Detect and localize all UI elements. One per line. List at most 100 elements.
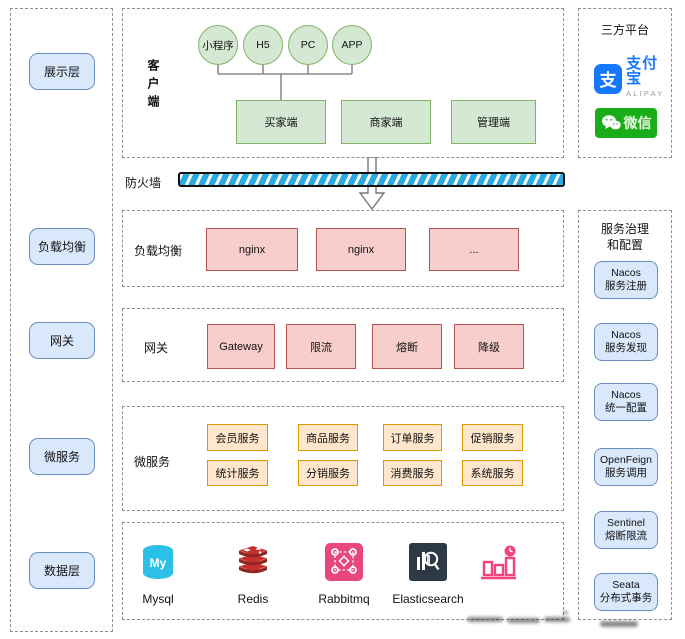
elasticsearch-label: Elasticsearch xyxy=(392,592,464,606)
seata-box: Seata 分布式事务 xyxy=(594,573,658,611)
redis-item: Redis xyxy=(208,543,298,606)
terminal-app: APP xyxy=(332,25,372,65)
elasticsearch-item: Elasticsearch xyxy=(383,543,473,606)
member-service-node: 会员服务 xyxy=(207,424,268,451)
layer-pill-label: 数据层 xyxy=(43,564,80,578)
gov-box-line1: Sentinel xyxy=(607,517,645,529)
terminal-pc: PC xyxy=(288,25,328,65)
redis-icon xyxy=(239,546,267,574)
gov-box-line1: Seata xyxy=(612,579,640,591)
gateway-node: Gateway xyxy=(207,324,275,369)
loadbalancer-section-label: 负载均衡 xyxy=(134,244,183,258)
nginx-node-label: nginx xyxy=(238,243,266,256)
terminal-label: PC xyxy=(300,39,316,51)
ratelimit-node: 限流 xyxy=(286,324,356,369)
layer-pill-label: 微服务 xyxy=(43,450,80,464)
gov-box-line2: 服务调用 xyxy=(605,467,647,479)
watermark-smudge xyxy=(563,611,568,614)
gateway-node-label: Gateway xyxy=(219,340,263,353)
layer-pill-label: 网关 xyxy=(49,334,74,348)
watermark-smudge xyxy=(600,621,638,627)
openfeign-box: OpenFeign 服务调用 xyxy=(594,448,658,486)
datalayer-panel: My Mysql Redis xyxy=(122,522,564,620)
terminal-label: H5 xyxy=(256,39,270,51)
gateway-section-label: 网关 xyxy=(144,341,169,355)
alipay-subtitle: ALIPAY xyxy=(626,89,665,98)
gov-box-line1: Nacos xyxy=(611,329,641,341)
alipay-logo: 支 支付宝 ALIPAY xyxy=(594,56,671,101)
watermark-smudge xyxy=(467,617,503,622)
ratelimit-node-label: 限流 xyxy=(310,341,332,354)
distribution-service-node: 分销服务 xyxy=(298,460,358,486)
service-node-label: 订单服务 xyxy=(390,432,435,445)
gov-box-line2: 服务发现 xyxy=(605,342,647,354)
microservices-section-label: 微服务 xyxy=(134,455,171,469)
wechat-logo: 微信 xyxy=(595,108,657,138)
more-nodes-label: ... xyxy=(469,243,479,256)
more-nodes: ... xyxy=(429,228,519,271)
client-app-label: 管理端 xyxy=(477,117,510,129)
client-app-merchant: 商家端 xyxy=(341,100,431,144)
rabbitmq-item: Rabbitmq xyxy=(299,543,389,606)
sentinel-box: Sentinel 熔断限流 xyxy=(594,511,658,549)
product-service-node: 商品服务 xyxy=(298,424,358,451)
layer-pill-loadbalancer: 负载均衡 xyxy=(29,228,95,265)
bar-chart-clock-icon xyxy=(481,545,516,580)
firewall-bar xyxy=(178,172,565,187)
nginx-node-label: nginx xyxy=(347,243,375,256)
system-service-node: 系统服务 xyxy=(462,460,523,486)
gov-box-line1: OpenFeign xyxy=(600,454,652,466)
alipay-glyph: 支 xyxy=(599,71,617,90)
terminal-label: APP xyxy=(341,39,363,51)
mysql-label: Mysql xyxy=(142,592,174,606)
order-service-node: 订单服务 xyxy=(383,424,442,451)
layer-pill-gateway: 网关 xyxy=(29,322,95,359)
nginx-node: nginx xyxy=(316,228,406,271)
gateway-panel: 网关 Gateway 限流 熔断 降级 xyxy=(122,308,564,382)
alipay-name: 支付宝 xyxy=(626,55,659,87)
loadbalancer-panel: 负载均衡 nginx nginx ... xyxy=(122,210,564,287)
client-panel: 客户端 小程序 H5 PC APP 买家端 商家端 管理端 xyxy=(122,8,564,158)
gov-box-line1: Nacos xyxy=(611,389,641,401)
metrics-item xyxy=(453,543,543,594)
elasticsearch-icon xyxy=(409,543,447,581)
service-node-label: 促销服务 xyxy=(470,432,515,445)
mysql-item: My Mysql xyxy=(113,543,203,606)
gov-box-line2: 分布式事务 xyxy=(599,592,653,604)
service-node-label: 系统服务 xyxy=(470,468,515,480)
thirdparty-panel: 三方平台 支 支付宝 ALIPAY 微信 xyxy=(578,8,672,158)
consume-service-node: 消费服务 xyxy=(383,460,442,486)
gov-box-line1: Nacos xyxy=(611,267,641,279)
layer-pill-microservices: 微服务 xyxy=(29,438,95,475)
service-node-label: 消费服务 xyxy=(390,468,435,480)
client-connector-lines xyxy=(217,65,353,100)
wechat-name: 微信 xyxy=(623,115,652,131)
microservices-panel: 微服务 会员服务 商品服务 订单服务 促销服务 统计服务 分销服务 消费服务 系… xyxy=(122,406,564,511)
nginx-node: nginx xyxy=(206,228,298,271)
rabbitmq-label: Rabbitmq xyxy=(318,592,370,606)
governance-panel: 服务治理 和配置 Nacos 服务注册 Nacos 服务发现 Nacos 统一配… xyxy=(578,210,672,620)
watermark-smudge xyxy=(544,617,570,622)
nacos-registry-box: Nacos 服务注册 xyxy=(594,261,658,299)
layer-pill-datalayer: 数据层 xyxy=(29,552,95,589)
nacos-discovery-box: Nacos 服务发现 xyxy=(594,323,658,361)
governance-title-line2: 和配置 xyxy=(606,238,643,252)
mysql-icon: My xyxy=(143,543,173,579)
terminal-h5: H5 xyxy=(243,25,283,65)
layer-pill-presentation: 展示层 xyxy=(29,53,95,90)
client-app-buyer: 买家端 xyxy=(236,100,326,144)
layer-sidebar-panel xyxy=(10,8,113,632)
firewall-label: 防火墙 xyxy=(125,176,162,190)
degrade-node-label: 降级 xyxy=(478,341,500,354)
alipay-icon: 支 xyxy=(594,63,623,94)
rabbitmq-icon xyxy=(325,543,363,581)
service-node-label: 分销服务 xyxy=(306,468,350,480)
service-node-label: 统计服务 xyxy=(215,468,260,480)
client-app-label: 商家端 xyxy=(369,117,403,129)
watermark-smudge xyxy=(507,618,540,623)
wechat-icon xyxy=(601,115,621,130)
svg-text:My: My xyxy=(150,556,167,570)
circuitbreak-node-label: 熔断 xyxy=(396,341,418,354)
gov-box-line2: 熔断限流 xyxy=(605,530,647,542)
